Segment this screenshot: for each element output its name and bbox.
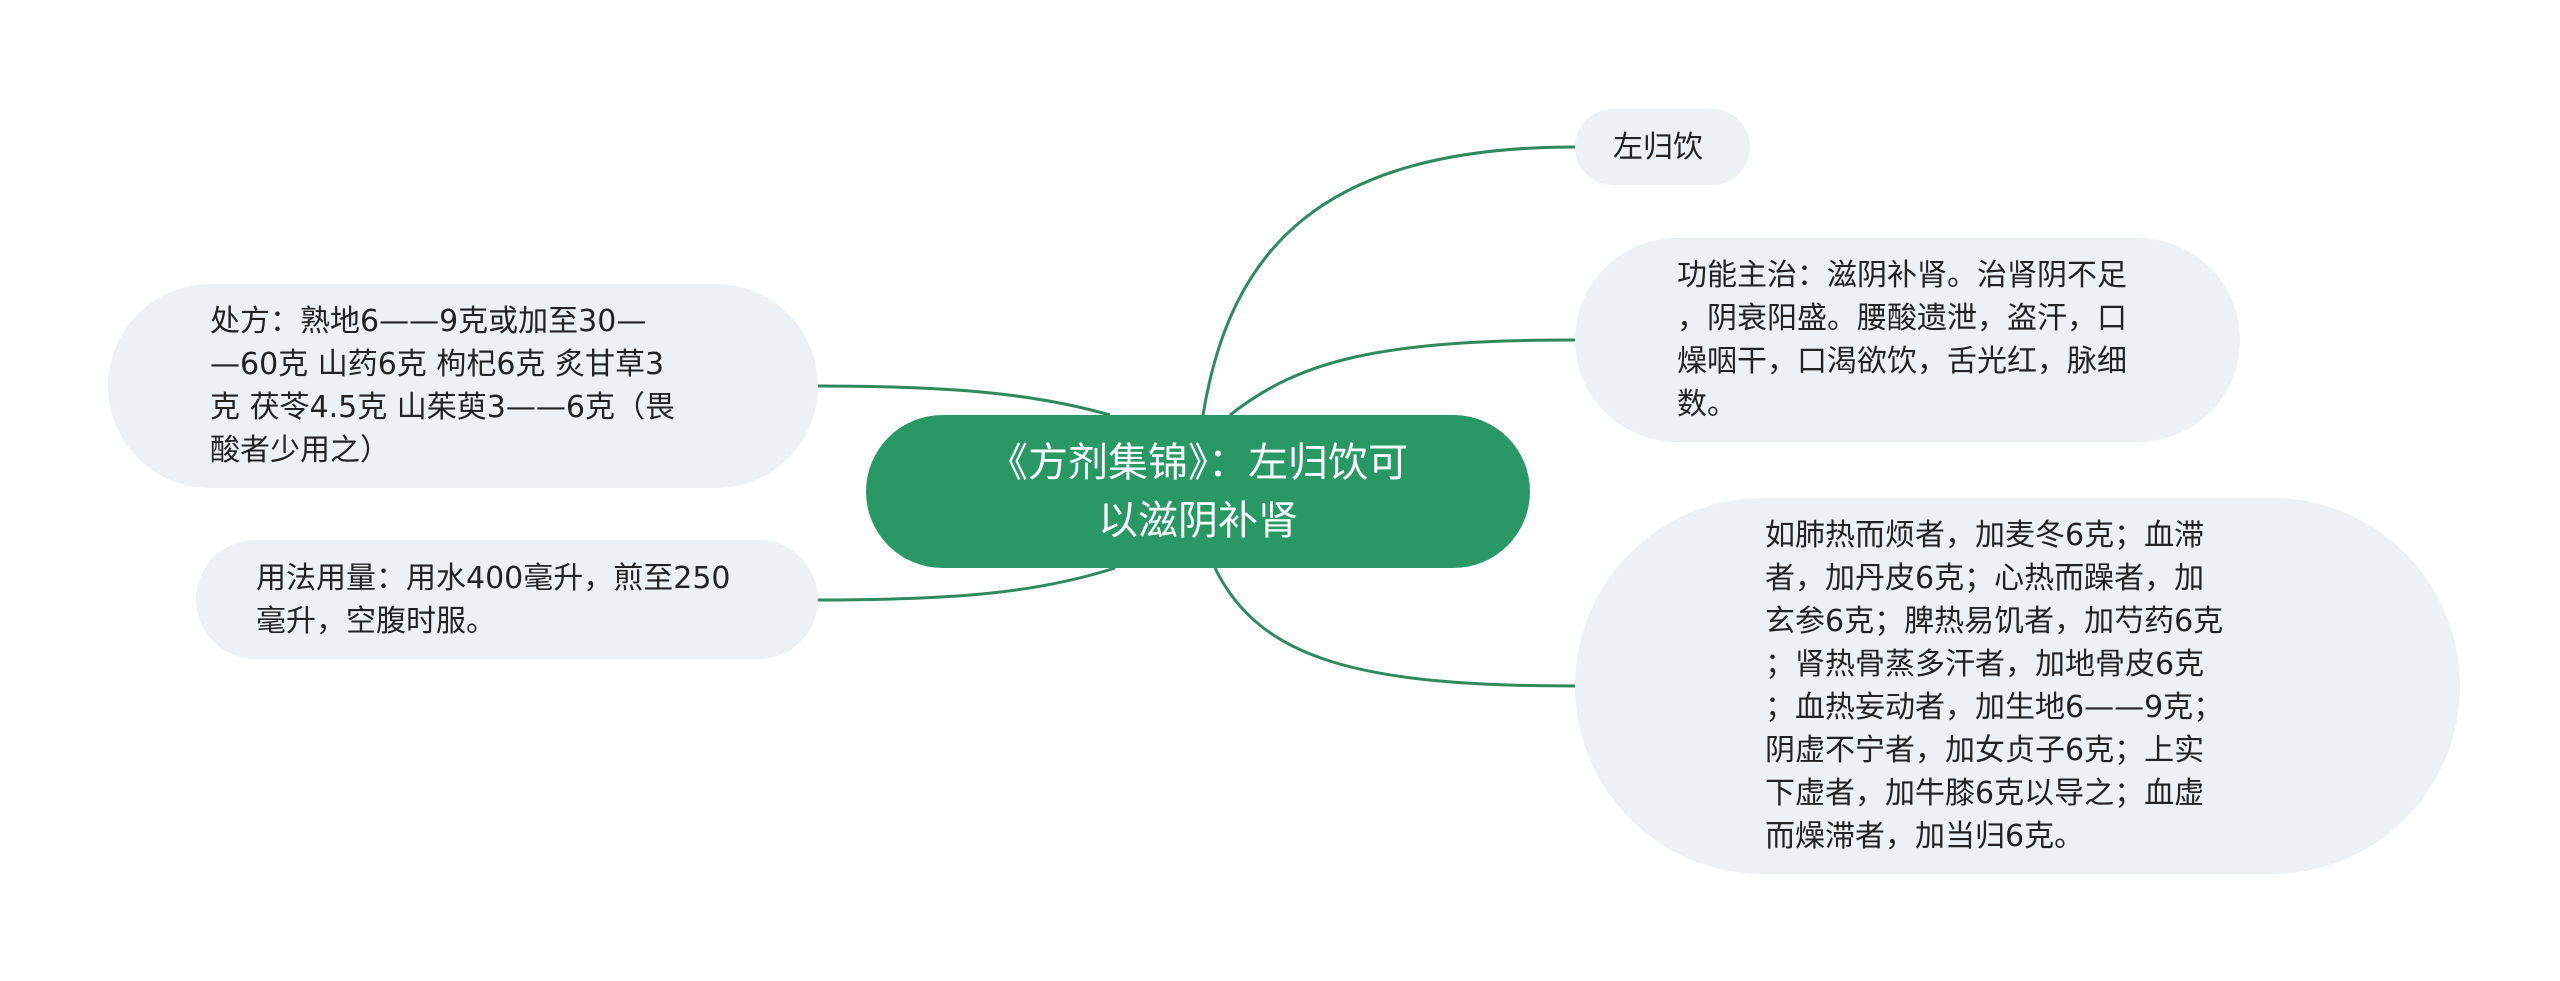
- topic-function-label: 功能主治：滋阴补肾。治肾阴不足 ，阴衰阳盛。腰酸遗泄，盗汗，口 燥咽干，口渴欲饮…: [1677, 258, 2127, 422]
- topic-zuoguiyin-label: 左归饮: [1613, 129, 1703, 165]
- topic-usage[interactable]: 用法用量：用水400毫升，煎至250 毫升，空腹时服。: [196, 540, 818, 659]
- connector-to-prescription: [817, 384, 1111, 417]
- connector-to-usage: [817, 566, 1116, 602]
- connector-to-function: [1229, 338, 1576, 417]
- connector-to-modifications: [1213, 567, 1576, 688]
- connector-to-zuoguiyin: [1201, 145, 1576, 416]
- topic-function[interactable]: 功能主治：滋阴补肾。治肾阴不足 ，阴衰阳盛。腰酸遗泄，盗汗，口 燥咽干，口渴欲饮…: [1575, 238, 2240, 442]
- topic-usage-label: 用法用量：用水400毫升，煎至250 毫升，空腹时服。: [256, 560, 731, 639]
- topic-zuoguiyin[interactable]: 左归饮: [1575, 109, 1750, 185]
- topic-prescription[interactable]: 处方：熟地6——9克或加至30— —60克 山药6克 枸杞6克 炙甘草3 克 茯…: [108, 284, 818, 488]
- central-topic-label: 《方剂集锦》：左归饮可 以滋阴补肾: [988, 439, 1408, 544]
- topic-modifications[interactable]: 如肺热而烦者，加麦冬6克；血滞 者，加丹皮6克；心热而躁者，加 玄参6克；脾热易…: [1575, 498, 2460, 874]
- topic-modifications-label: 如肺热而烦者，加麦冬6克；血滞 者，加丹皮6克；心热而躁者，加 玄参6克；脾热易…: [1765, 518, 2224, 854]
- topic-prescription-label: 处方：熟地6——9克或加至30— —60克 山药6克 枸杞6克 炙甘草3 克 茯…: [210, 304, 675, 468]
- central-topic[interactable]: 《方剂集锦》：左归饮可 以滋阴补肾: [866, 415, 1530, 568]
